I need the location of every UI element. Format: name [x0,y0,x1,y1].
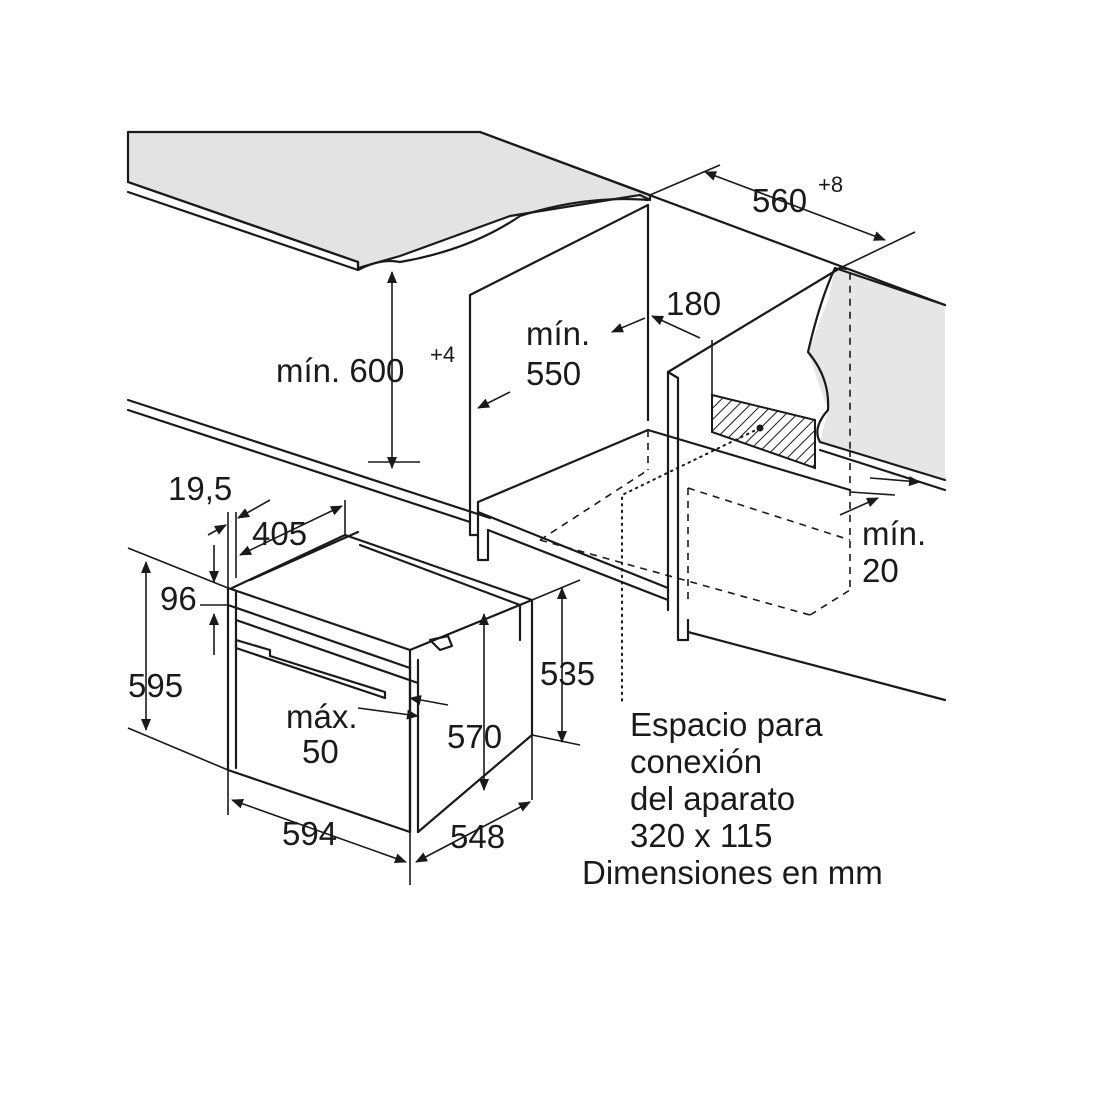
countertop [126,130,652,272]
label-body-height: 535 [540,655,595,692]
connection-note-line2: conexión [630,743,762,780]
label-handle-gap-line2: 50 [302,733,339,770]
label-door-height: 570 [447,718,502,755]
label-panel-offset: 19,5 [168,470,232,507]
dimension-lines [127,164,921,885]
label-cabinet-width: 560 [752,182,807,219]
connection-note-line3: del aparato [630,780,795,817]
connection-space [621,340,816,706]
label-back-gap: 180 [666,285,721,322]
label-cabinet-height-tolerance: +4 [430,342,455,367]
label-side-gap-line1: mín. [862,515,926,552]
label-oven-height: 595 [128,667,183,704]
units-note: Dimensiones en mm [582,854,883,891]
label-panel-height: 96 [160,580,197,617]
label-cabinet-width-tolerance: +8 [818,172,843,197]
label-oven-width: 594 [282,815,337,852]
dimension-labels: 560 +8 mín. 600 +4 mín. 550 180 mín. 20 … [128,172,926,855]
label-cabinet-height: mín. 600 [276,352,404,389]
label-cabinet-depth-line2: 550 [526,355,581,392]
label-cabinet-depth-line1: mín. [526,315,590,352]
connection-note: Espacio para conexión del aparato 320 x … [582,706,883,891]
cabinet-niche [126,203,947,702]
label-handle-gap-line1: máx. [286,698,358,735]
label-panel-depth: 405 [252,515,307,552]
label-side-gap-line2: 20 [862,552,899,589]
label-oven-depth: 548 [450,818,505,855]
oven [226,530,534,834]
connection-note-line4: 320 x 115 [630,817,773,854]
connection-note-line1: Espacio para [630,706,823,743]
